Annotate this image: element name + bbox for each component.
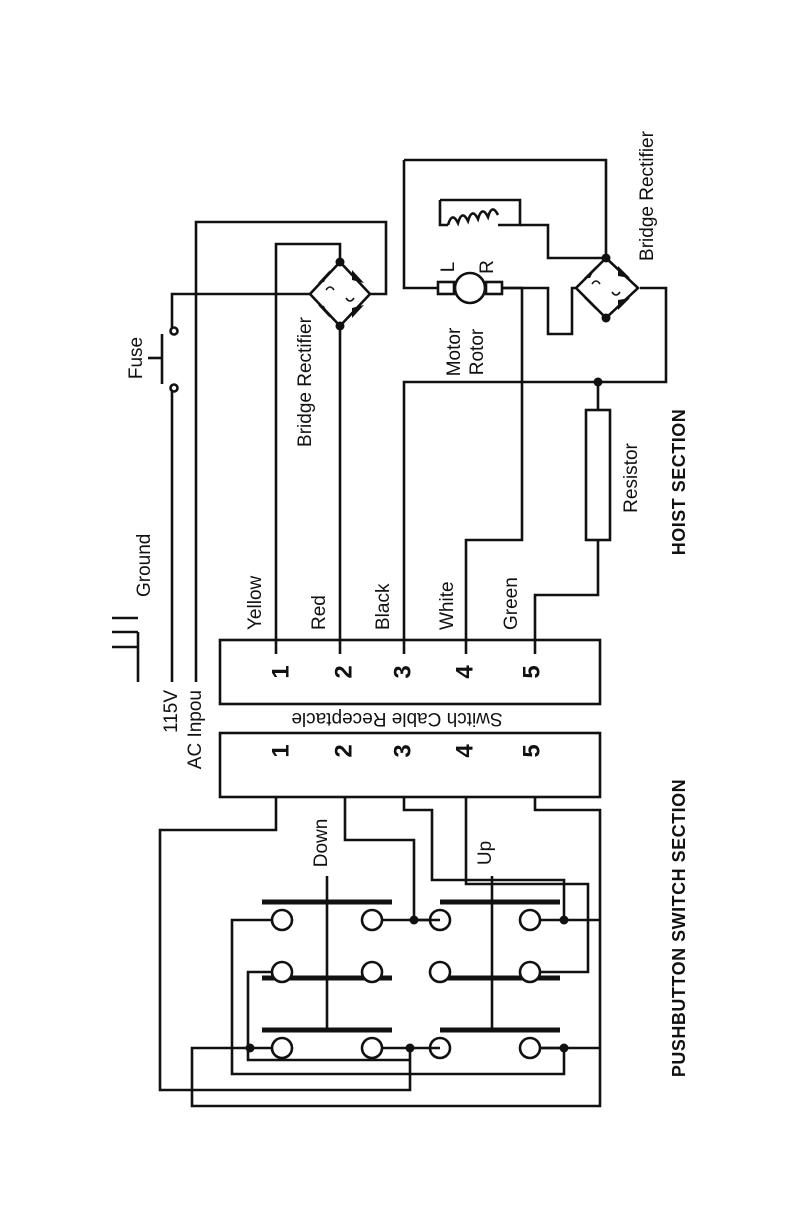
pin-r-3: 3 — [389, 665, 416, 678]
resistor — [586, 410, 610, 540]
pin-l-5: 5 — [518, 744, 545, 757]
ground-symbol — [112, 618, 138, 682]
label-ac-input: AC Inpou — [185, 690, 206, 769]
ground-label: Ground — [134, 534, 155, 597]
hoist-section-title: HOIST SECTION — [669, 409, 689, 556]
motor-label-1: Motor — [444, 327, 465, 376]
wire-label-white: White — [437, 581, 458, 630]
bridge-rectifier-bottom-label: Bridge Rectifier — [637, 130, 658, 261]
pin-r-1: 1 — [267, 665, 294, 678]
pin-l-3: 3 — [389, 744, 416, 757]
wire-green — [535, 540, 598, 654]
wire-115v — [172, 294, 310, 682]
switch-contacts — [272, 910, 540, 1058]
pin-r-2: 2 — [330, 665, 357, 678]
wire-label-red: Red — [309, 595, 330, 630]
wire-label-green: Green — [501, 577, 522, 630]
fuse-symbol — [148, 328, 178, 392]
motor-label-r: R — [477, 260, 498, 274]
wire-bridge-r — [502, 288, 576, 334]
pin-r-4: 4 — [451, 665, 478, 679]
motor-rotor — [420, 273, 502, 303]
wire-coil-bridge — [520, 225, 606, 258]
switch-wiring — [160, 797, 600, 1106]
bridge-rectifier-top-label: Bridge Rectifier — [295, 316, 316, 447]
wire-yellow — [276, 244, 340, 654]
bridge-rectifier-bottom — [576, 254, 638, 323]
receptacle-label: Switch Cable Receptacle — [291, 708, 502, 729]
wire-label-black: Black — [373, 583, 394, 630]
down-label: Down — [311, 819, 332, 868]
switch-bars — [262, 876, 560, 1030]
motor-label-l: L — [438, 262, 459, 273]
bridge-rectifier-top — [310, 258, 370, 331]
wire-label-yellow: Yellow — [245, 575, 266, 630]
pin-l-4: 4 — [451, 744, 478, 758]
pin-l-1: 1 — [267, 744, 294, 757]
up-label: Up — [475, 841, 496, 865]
pushbutton-section-title: PUSHBUTTON SWITCH SECTION — [669, 779, 689, 1077]
resistor-label: Resistor — [621, 442, 642, 512]
receptacle-switch-side — [220, 733, 600, 797]
wire-ac-input — [196, 222, 386, 682]
label-115v: 115V — [161, 690, 182, 733]
pin-r-5: 5 — [518, 665, 545, 678]
motor-label-2: Rotor — [467, 328, 488, 375]
brake-coil — [440, 200, 520, 225]
fuse-label: Fuse — [126, 337, 147, 379]
pin-l-2: 2 — [330, 744, 357, 757]
